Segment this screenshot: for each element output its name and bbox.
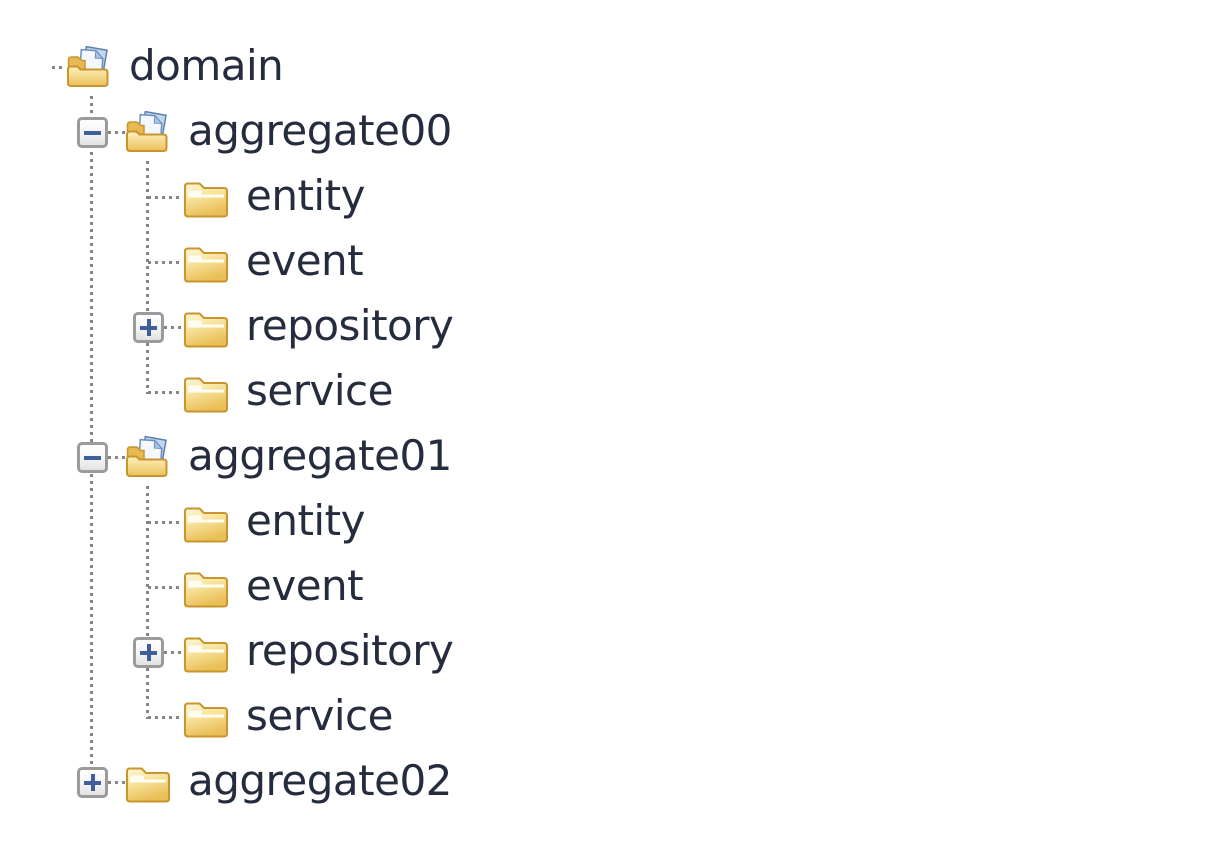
tree-node-label[interactable]: aggregate01 [188,430,452,480]
tree-row: aggregate02 [0,750,1208,815]
tree-node-label[interactable]: aggregate00 [188,105,452,155]
closed-folder-icon[interactable] [183,371,229,415]
collapse-toggle-icon[interactable] [77,442,108,473]
tree-connector [148,521,183,524]
tree-connector-line [90,96,93,784]
open-folder-icon[interactable] [125,111,171,155]
tree-node-label[interactable]: event [246,560,364,610]
expand-toggle-icon[interactable] [133,312,164,343]
closed-folder-icon[interactable] [125,761,171,805]
expand-toggle-icon[interactable] [133,637,164,668]
tree-connector-line [146,161,149,394]
tree-connector [148,716,183,719]
closed-folder-icon[interactable] [183,631,229,675]
tree-row: service [0,360,1208,425]
closed-folder-icon[interactable] [183,696,229,740]
tree-connector [148,261,183,264]
tree-node-label[interactable]: domain [129,40,284,90]
expand-toggle-icon[interactable] [77,767,108,798]
tree-node-label[interactable]: entity [246,495,365,545]
open-folder-icon[interactable] [66,46,112,90]
tree-node-label[interactable]: entity [246,170,365,220]
collapse-toggle-icon[interactable] [77,117,108,148]
open-folder-icon[interactable] [125,436,171,480]
closed-folder-icon[interactable] [183,176,229,220]
tree-row: event [0,555,1208,620]
tree-node-label[interactable]: repository [246,625,454,675]
tree-connector [108,456,125,459]
tree-connector-line [146,486,149,719]
tree-connector [52,66,62,69]
tree-node-label[interactable]: event [246,235,364,285]
tree-row: aggregate00 [0,100,1208,165]
closed-folder-icon[interactable] [183,306,229,350]
tree-row: domain [0,35,1208,100]
tree-node-label[interactable]: service [246,365,393,415]
tree-connector [164,651,183,654]
closed-folder-icon[interactable] [183,501,229,545]
tree-row: repository [0,620,1208,685]
tree-connector [148,196,183,199]
tree-connector [148,586,183,589]
tree-row: event [0,230,1208,295]
tree-node-label[interactable]: service [246,690,393,740]
closed-folder-icon[interactable] [183,241,229,285]
tree-connector [108,131,125,134]
tree-connector [148,391,183,394]
tree-connector [108,781,125,784]
tree-row: service [0,685,1208,750]
tree-row: entity [0,165,1208,230]
tree-connector [164,326,183,329]
tree-node-label[interactable]: aggregate02 [188,755,452,805]
tree-row: entity [0,490,1208,555]
tree-node-label[interactable]: repository [246,300,454,350]
closed-folder-icon[interactable] [183,566,229,610]
tree-row: aggregate01 [0,425,1208,490]
tree-row: repository [0,295,1208,360]
